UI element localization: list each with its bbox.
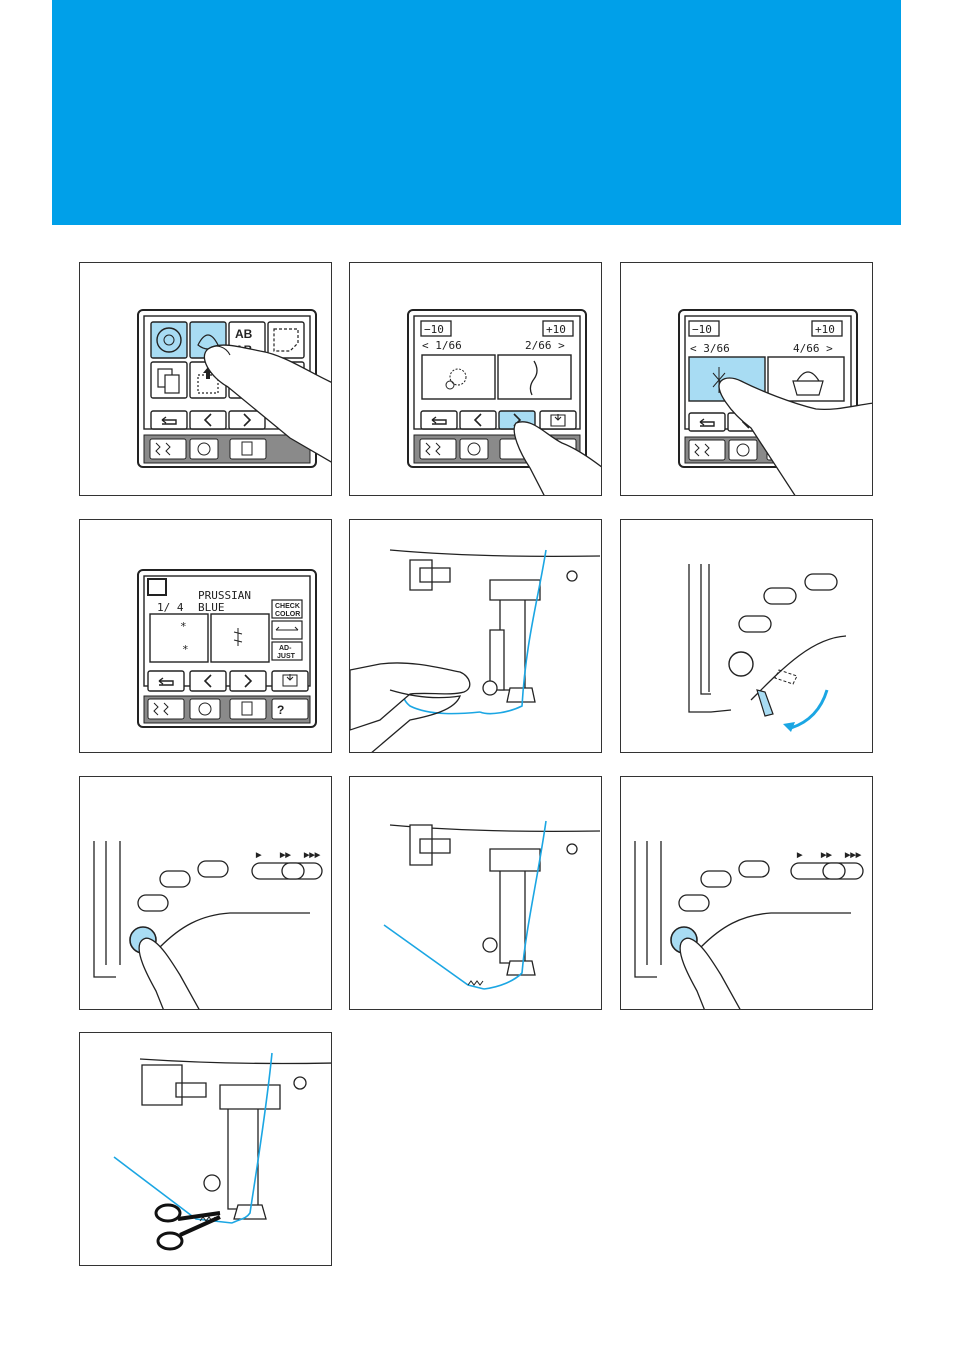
thread-cutter-button[interactable]: [805, 574, 837, 590]
snowflake-mark-top: *: [180, 620, 187, 633]
character-key-label-top: AB: [235, 327, 253, 341]
snowflake-mark-bottom: *: [182, 643, 189, 656]
needle-position-button[interactable]: [764, 588, 796, 604]
speed-low-marker: ▶: [255, 852, 262, 859]
stitching-illustration: [350, 777, 602, 1010]
speed-high-marker: ▶▶▶: [844, 852, 862, 859]
pattern-1-key[interactable]: [422, 355, 495, 399]
down-arrow-icon: [791, 690, 827, 728]
speed-high-marker: ▶▶▶: [303, 852, 321, 859]
step-5-thread-needle-panel: [349, 519, 602, 753]
page-left-label: < 1/66: [422, 339, 462, 352]
page-right-label: 2/66 >: [525, 339, 565, 352]
thread-cutter-button[interactable]: [198, 861, 228, 877]
step-4-thread-color-panel: PRUSSIAN 1/ 4 BLUE * * CHECK COLOR AD- J…: [79, 519, 332, 753]
minus-10-label: −10: [424, 323, 444, 336]
step-7-press-start-panel: ▶ ▶▶ ▶▶▶: [79, 776, 332, 1010]
needle-position-button[interactable]: [701, 871, 731, 887]
reverse-button[interactable]: [138, 895, 168, 911]
speed-low-marker: ▶: [796, 852, 803, 859]
screw-icon-top: [567, 571, 577, 581]
stop-button-illustration: ▶ ▶▶ ▶▶▶: [621, 777, 873, 1010]
color-counter: 1/ 4: [157, 601, 184, 614]
bobbin-thread: [384, 925, 484, 989]
embroidery-key[interactable]: [190, 439, 218, 459]
needle-bar: [220, 1085, 280, 1209]
presser-holder: [410, 825, 450, 865]
page-right-label: 4/66 >: [793, 342, 833, 355]
prev-key[interactable]: [460, 411, 496, 429]
step-3-select-pattern-panel: −10 +10 < 3/66 4/66 >: [620, 262, 873, 496]
screw-icon: [483, 938, 497, 952]
needle-position-button[interactable]: [160, 871, 190, 887]
page-left-label: < 3/66: [690, 342, 730, 355]
step-10-cut-thread-panel: [79, 1032, 332, 1266]
start-button-illustration: ▶ ▶▶ ▶▶▶: [80, 777, 332, 1010]
reverse-button[interactable]: [739, 616, 771, 632]
lcd-screen-category: AB AB: [80, 263, 332, 496]
step-9-press-stop-panel: ▶ ▶▶ ▶▶▶: [620, 776, 873, 1010]
embroidery-key[interactable]: [729, 440, 757, 460]
step-8-sew-stitches-panel: [349, 776, 602, 1010]
title-banner: [52, 0, 901, 225]
start-stop-button[interactable]: [729, 652, 753, 676]
lcd-screen-thread-color: PRUSSIAN 1/ 4 BLUE * * CHECK COLOR AD- J…: [80, 520, 332, 753]
minus-10-label: −10: [692, 323, 712, 336]
screw-icon: [204, 1175, 220, 1191]
step-1-select-category-panel: AB AB: [79, 262, 332, 496]
reverse-button[interactable]: [679, 895, 709, 911]
color-name-line2: BLUE: [198, 601, 225, 614]
plus-10-label: +10: [546, 323, 566, 336]
prev-key[interactable]: [190, 671, 226, 691]
finger-hand: [139, 938, 200, 1010]
lcd-screen-page-3: −10 +10 < 3/66 4/66 >: [621, 263, 873, 496]
stitch-marks: [468, 981, 483, 985]
lcd-screen-page-1: −10 +10 < 1/66 2/66 >: [350, 263, 602, 496]
presser-holder: [410, 560, 450, 590]
check-color-label-1: CHECK: [275, 603, 300, 610]
prev-key[interactable]: [190, 411, 226, 429]
screw-icon-top: [567, 844, 577, 854]
presser-holder: [142, 1065, 206, 1105]
pattern-preview-right: [211, 614, 269, 662]
cut-thread-illustration: [80, 1033, 332, 1266]
speed-mid-marker: ▶▶: [820, 852, 832, 859]
speed-slider-knob[interactable]: [282, 863, 304, 879]
plus-10-label: +10: [815, 323, 835, 336]
step-2-browse-pages-panel: −10 +10 < 1/66 2/66 >: [349, 262, 602, 496]
thread-cutter-button[interactable]: [739, 861, 769, 877]
needle-threading-illustration: [350, 520, 602, 753]
presser-foot-lever[interactable]: [757, 690, 773, 716]
screw-icon: [483, 681, 497, 695]
presser-foot: [507, 688, 535, 702]
embroidery-key[interactable]: [460, 439, 488, 459]
lever-up-outline: [775, 670, 797, 684]
scissors-icon: [156, 1205, 220, 1249]
next-key[interactable]: [230, 671, 266, 691]
screw-icon-top: [294, 1077, 306, 1089]
step-6-lower-presser-foot-panel: [620, 519, 873, 753]
embroidery-key[interactable]: [190, 699, 220, 719]
machine-front-illustration: [621, 520, 873, 753]
check-color-label-2: COLOR: [275, 611, 300, 618]
speed-slider-knob[interactable]: [823, 863, 845, 879]
adjust-label-2: JUST: [277, 653, 296, 660]
pattern-preview-left: [150, 614, 208, 662]
help-label: ?: [277, 703, 284, 717]
speed-mid-marker: ▶▶: [279, 852, 291, 859]
adjust-label-1: AD-: [279, 645, 292, 652]
finger-hand: [680, 938, 741, 1010]
